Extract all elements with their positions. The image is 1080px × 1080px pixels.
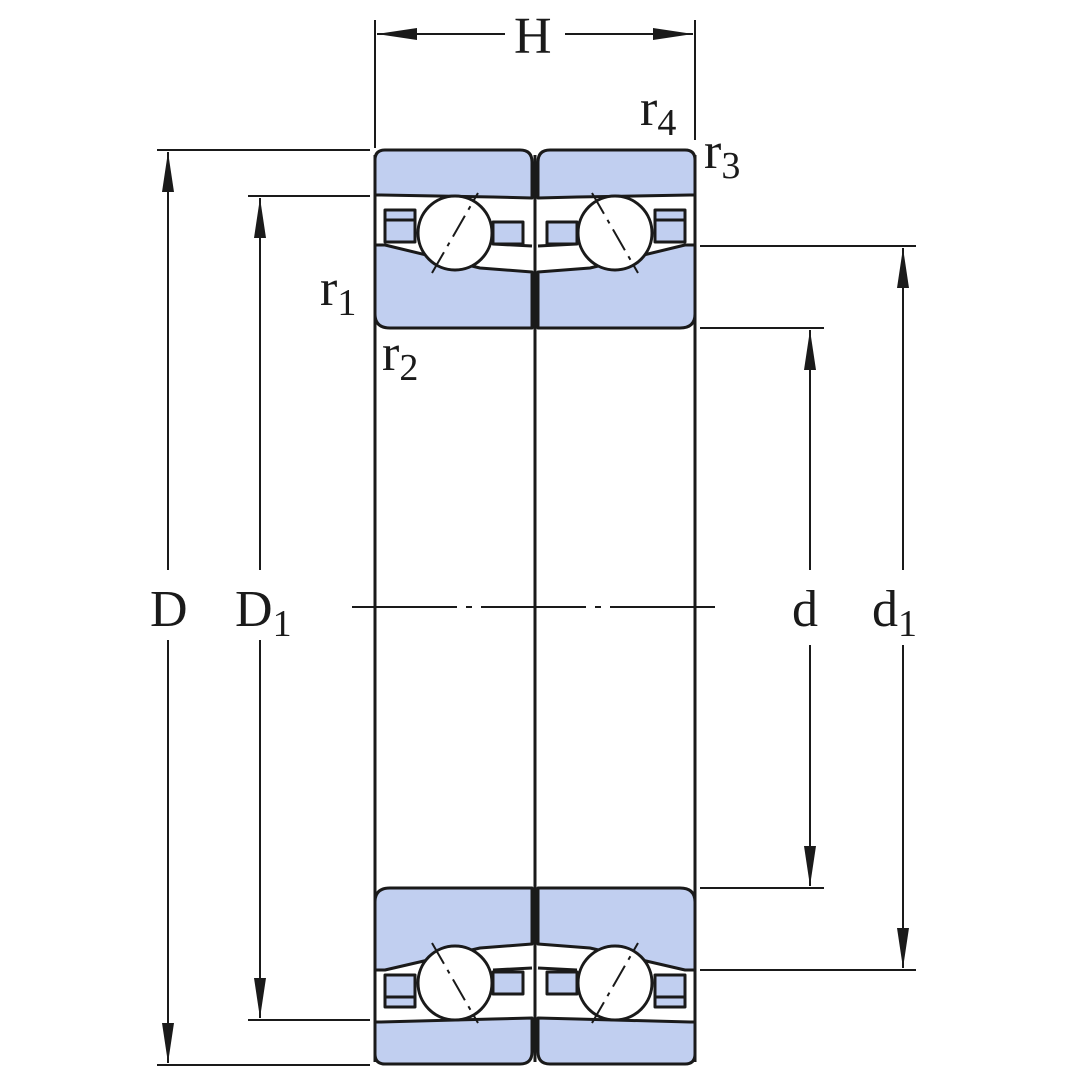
top-section — [373, 148, 697, 330]
cage-bottom-left-inner — [491, 970, 525, 996]
outer-ring-bottom-left — [373, 1016, 534, 1066]
labels: H D D1 d d1 r1 r2 r3 r4 — [150, 8, 917, 645]
bottom-section — [373, 886, 697, 1066]
outer-ring-top-right — [536, 148, 697, 200]
inner-ring-bottom-left — [373, 886, 534, 972]
cage-top-left-outer — [383, 208, 417, 244]
label-r1: r1 — [320, 260, 356, 324]
bearing-body — [373, 148, 697, 1066]
label-r4: r4 — [640, 80, 676, 144]
label-D1: D1 — [235, 581, 292, 645]
label-d: d — [792, 581, 818, 638]
label-r2: r2 — [382, 325, 418, 389]
inner-ring-top-right — [536, 243, 697, 330]
label-d1: d1 — [872, 581, 917, 645]
cage-top-right-inner — [545, 220, 579, 246]
cage-bottom-left-outer — [383, 973, 417, 1009]
outer-ring-bottom-right — [536, 1016, 697, 1066]
outer-ring-top-left — [373, 148, 534, 200]
label-D: D — [150, 581, 188, 638]
label-r3: r3 — [704, 123, 740, 187]
cage-bottom-right-inner — [545, 970, 579, 996]
cage-top-left-inner — [491, 220, 525, 246]
cage-bottom-right-outer — [653, 973, 687, 1009]
label-H: H — [514, 8, 552, 65]
cage-top-right-outer — [653, 208, 687, 244]
inner-ring-bottom-right — [536, 886, 697, 972]
dimension-lines — [157, 20, 916, 1066]
inner-ring-top-left — [373, 243, 534, 330]
